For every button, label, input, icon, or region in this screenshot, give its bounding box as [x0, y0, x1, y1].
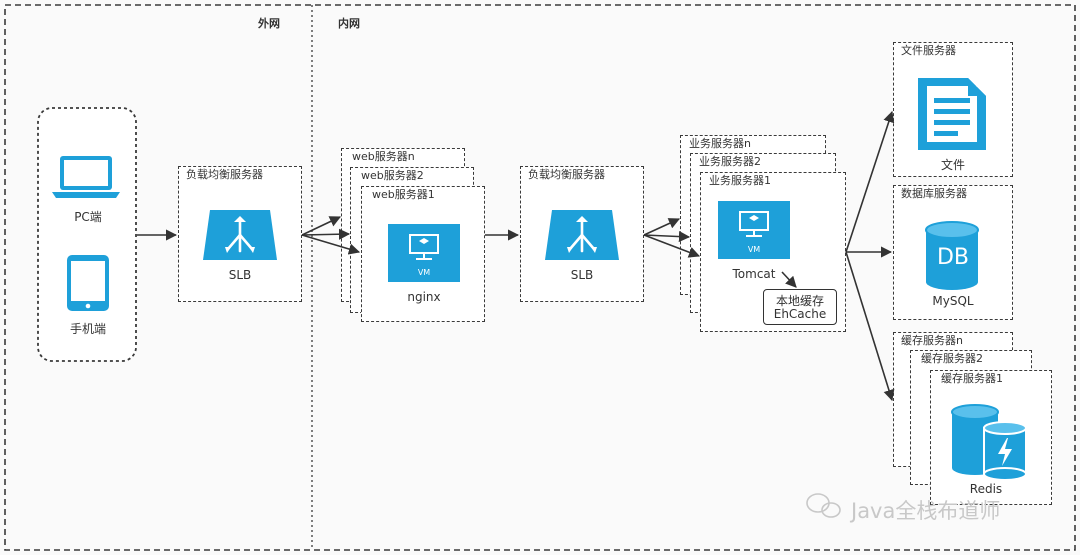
zone-internal-label: 内网	[338, 17, 360, 30]
cache-server-label-n: 缓存服务器n	[901, 334, 963, 347]
mysql-label: MySQL	[932, 294, 974, 308]
local-cache-label: 本地缓存	[775, 294, 824, 308]
db-server-title: 数据库服务器	[901, 187, 967, 200]
vm-badge-biz: VM	[747, 245, 761, 254]
db-icon-text: DB	[936, 245, 970, 270]
zone-external-label: 外网	[258, 17, 280, 30]
vm-badge-web: VM	[417, 268, 431, 277]
mobile-label: 手机端	[69, 322, 106, 336]
web-server-label-1: web服务器1	[372, 188, 435, 201]
redis-label: Redis	[969, 482, 1003, 496]
biz-server-label-2: 业务服务器2	[699, 155, 761, 168]
outer-frame	[4, 4, 1076, 551]
slb-label-2: SLB	[570, 268, 594, 282]
web-server-label-n: web服务器n	[352, 150, 415, 163]
cache-server-label-2: 缓存服务器2	[921, 352, 983, 365]
biz-server-label-1: 业务服务器1	[709, 174, 771, 187]
ehcache-label: EhCache	[773, 307, 827, 321]
tomcat-label: Tomcat	[732, 267, 776, 281]
slb-label-1: SLB	[228, 268, 252, 282]
file-server-title: 文件服务器	[901, 44, 956, 57]
watermark-text: Java全栈布道师	[851, 499, 1001, 523]
web-server-label-2: web服务器2	[361, 169, 424, 182]
slb-title-2: 负载均衡服务器	[528, 168, 605, 181]
local-cache-box	[763, 289, 837, 325]
slb-title-1: 负载均衡服务器	[186, 168, 263, 181]
biz-server-label-n: 业务服务器n	[689, 137, 751, 150]
cache-server-label-1: 缓存服务器1	[941, 372, 1003, 385]
nginx-label: nginx	[407, 290, 441, 304]
file-label: 文件	[940, 158, 965, 172]
pc-label: PC端	[74, 210, 102, 224]
